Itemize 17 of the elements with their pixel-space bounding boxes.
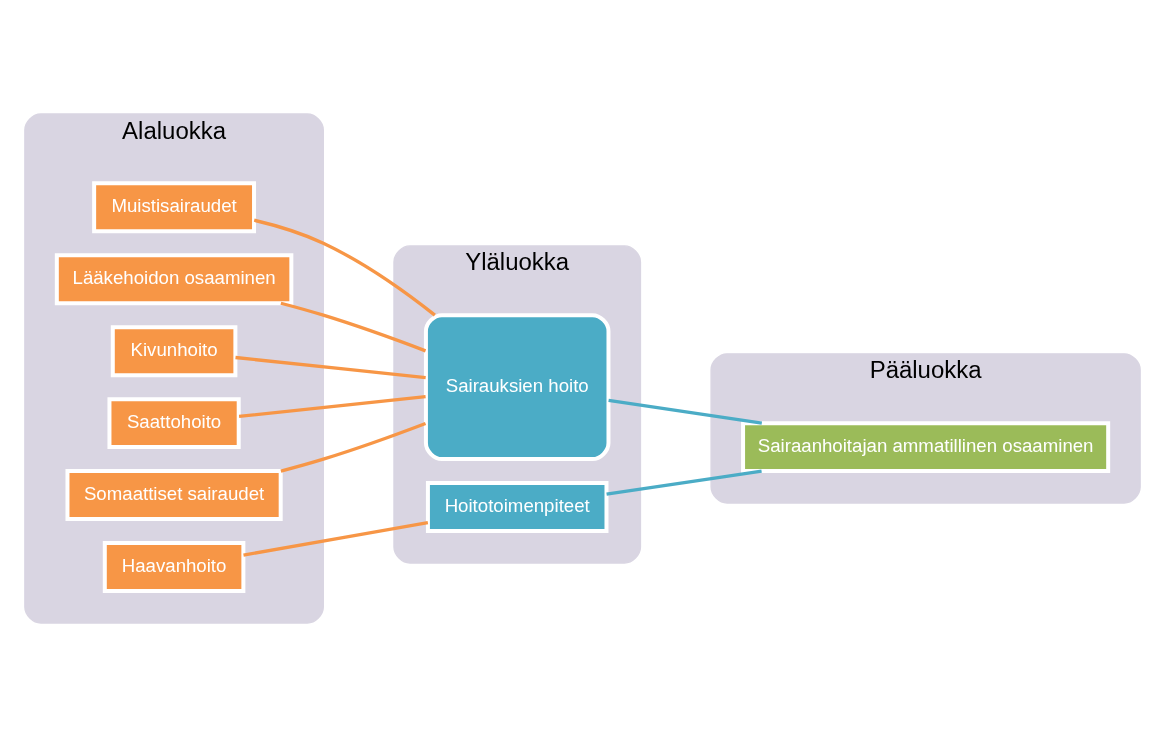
connector (235, 355, 426, 379)
node-box: Lääkehoidon osaaminen (54, 252, 294, 305)
node-box: Haavanhoito (102, 540, 246, 593)
node-box: Kivunhoito (110, 324, 238, 377)
node-box: Hoitotoimenpiteet (425, 480, 609, 533)
connector (243, 520, 429, 557)
connector (253, 218, 436, 316)
connector (280, 301, 427, 352)
connector (608, 398, 763, 425)
node-box: Somaattiset sairaudet (65, 468, 283, 521)
connector (606, 469, 762, 496)
connector (238, 394, 426, 418)
node-box: Sairaanhoitajan ammatillinen osaaminen (741, 420, 1111, 473)
connector (280, 421, 427, 473)
node-box: Saattohoito (107, 396, 241, 449)
node-box: Muistisairaudet (92, 180, 257, 233)
node-box: Sairauksien hoito (423, 312, 611, 461)
